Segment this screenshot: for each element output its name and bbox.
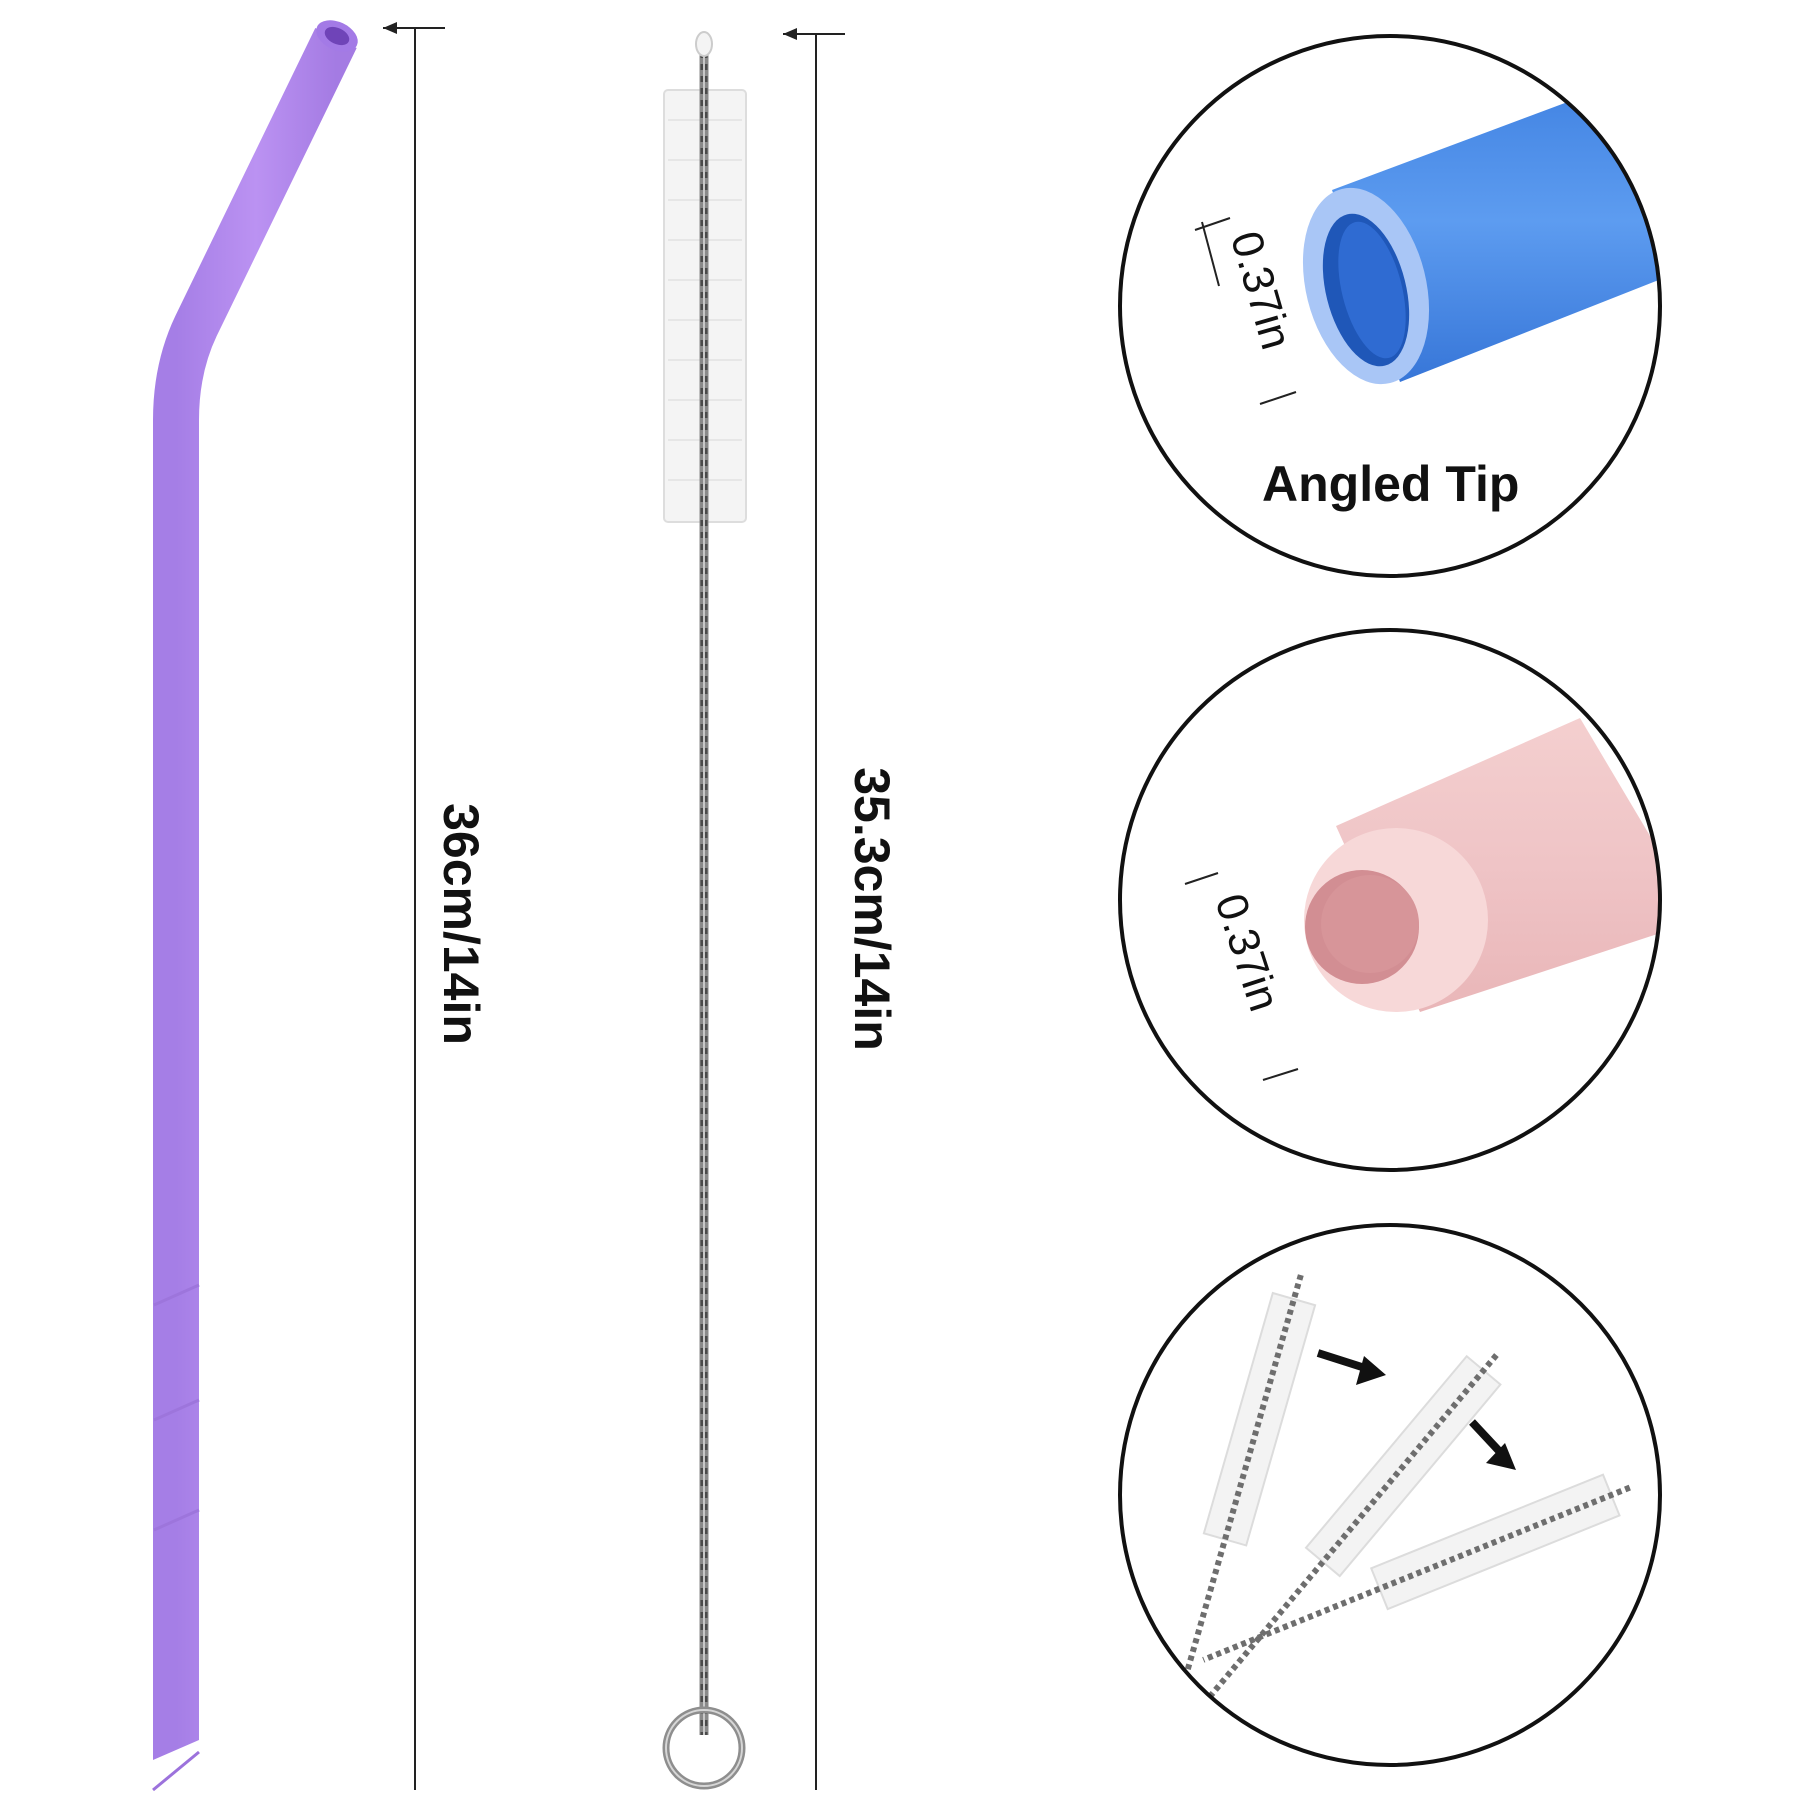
straight-tip-detail — [1118, 628, 1662, 1172]
arrow-right-down-icon — [1316, 1349, 1386, 1385]
cleaning-demo-detail — [1118, 1223, 1662, 1767]
cleaning-brush — [662, 31, 747, 1790]
brush-dimension-line — [783, 28, 845, 1790]
brush-length-label: 35.3cm/14in — [844, 767, 900, 1051]
purple-straw — [152, 20, 358, 1792]
angled-tip-caption: Angled Tip — [1262, 456, 1520, 512]
straw-length-label: 36cm/14in — [433, 803, 489, 1045]
straw-dimension-line — [383, 22, 445, 1790]
arrow-right-down-icon — [1469, 1419, 1516, 1470]
